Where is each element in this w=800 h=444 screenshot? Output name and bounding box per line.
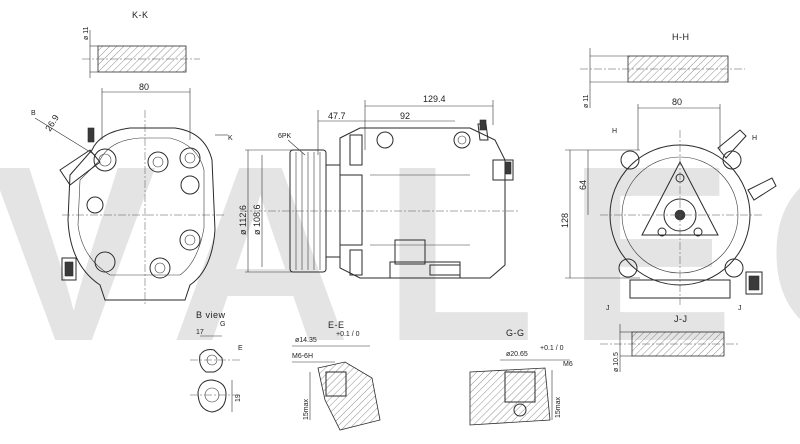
belt-label: 6PK (278, 133, 292, 140)
gg-section-hatch (469, 367, 551, 426)
right-fitting-side (747, 177, 777, 201)
jj-title: J-J (674, 314, 688, 324)
bview-lower-port (197, 379, 227, 413)
jj-section-view: ø 10.5 (600, 324, 740, 372)
left-port-3 (147, 151, 169, 173)
hh-pipe-dia-label: ø 11 (583, 94, 590, 108)
kk-pipe-dia-label: ø 11 (83, 26, 90, 40)
ee-title: E-E (328, 320, 345, 330)
bview-upper-port (199, 349, 223, 373)
gg-thread-label: M6 (563, 361, 573, 368)
right-height-total-label: 128 (560, 213, 570, 228)
gg-section-view: G-G ø20.65 +0.1 / 0 M6 15max (469, 328, 573, 426)
bview-width-label: 17 (196, 329, 204, 336)
section-j-marker-left: J (606, 305, 610, 312)
front-view: 129.4 92 47.7 6PK ø 112.6 ø 108.6 (238, 94, 520, 279)
left-fitting (59, 149, 101, 186)
bview-height-label: 19 (235, 394, 242, 402)
right-width-label: 80 (672, 97, 682, 107)
left-port-2 (179, 147, 201, 169)
hh-section-view: H-H ø 11 (580, 32, 745, 108)
right-connector (745, 271, 763, 295)
front-length-total-label: 129.4 (423, 94, 446, 104)
gg-dia-label: ø20.65 (506, 351, 528, 358)
b-view: B view 17 G E 19 (190, 310, 243, 413)
section-h-marker-right: H (752, 135, 757, 142)
gg-depth-label: 15max (555, 396, 562, 418)
left-connector (61, 257, 77, 281)
ee-depth-label: 15max (303, 398, 310, 420)
gg-title: G-G (506, 328, 525, 338)
section-b-marker: B (31, 110, 36, 117)
front-length-pulley-label: 47.7 (328, 111, 346, 121)
bview-title: B view (196, 310, 226, 320)
left-end-view: 80 B 26.9 K (31, 82, 233, 305)
section-k-marker: K (228, 135, 233, 142)
kk-title: K-K (132, 10, 149, 20)
section-g-marker: G (220, 321, 225, 328)
ee-tol-label: +0.1 / 0 (336, 331, 360, 338)
ee-dia-label: ø14.35 (295, 337, 317, 344)
ee-thread-label: M6-6H (292, 353, 313, 360)
left-housing-outline (67, 127, 216, 301)
left-width-label: 80 (139, 82, 149, 92)
pulley-dia-outer-label: ø 112.6 (238, 205, 248, 235)
right-height-upper-label: 64 (578, 180, 588, 190)
front-length-mid-label: 92 (400, 111, 410, 121)
jj-pipe-dia-label: ø 10.5 (613, 352, 620, 372)
kk-section-view: K-K ø 11 (82, 10, 200, 78)
ee-section-hatch (317, 361, 381, 431)
hh-title: H-H (672, 32, 690, 42)
section-e-marker: E (238, 345, 243, 352)
section-j-marker-right: J (738, 305, 742, 312)
ee-section-view: E-E ø14.35 +0.1 / 0 M6-6H 15max (292, 320, 381, 431)
pulley-dia-inner-label: ø 108.6 (252, 204, 262, 235)
right-fitting-top (717, 129, 747, 159)
gg-tol-label: +0.1 / 0 (540, 345, 564, 352)
right-end-view: 80 H H 128 64 J J J-J (560, 97, 777, 324)
section-h-marker-left: H (612, 128, 617, 135)
left-port-1 (93, 148, 117, 172)
